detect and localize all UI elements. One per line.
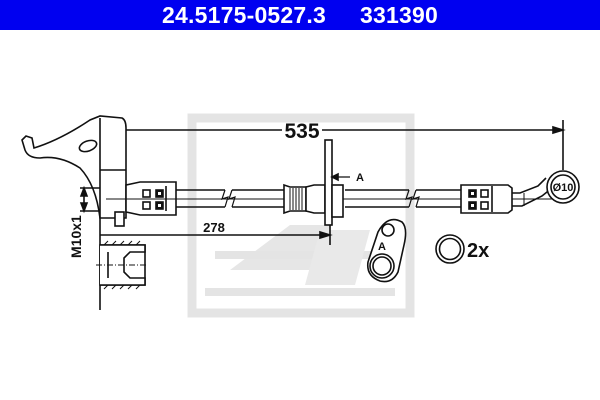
right-fitting	[460, 170, 580, 214]
thread-section-detail	[96, 240, 148, 290]
left-fitting	[21, 115, 177, 310]
technical-drawing: 535 278 M10x1 Ø10 A A 2x	[21, 113, 580, 318]
bracket-detail-a	[366, 218, 407, 283]
dimension-278-label: 278	[203, 220, 225, 235]
dimension-m10x1	[79, 185, 100, 214]
middle-bracket	[283, 139, 350, 226]
washer-icon	[435, 234, 465, 264]
thread-label: M10x1	[68, 215, 84, 258]
dimension-535-label: 535	[284, 120, 319, 143]
dimension-278	[100, 225, 333, 245]
reference-number: 331390	[360, 1, 438, 28]
banjo-diameter-label: Ø10	[553, 182, 574, 194]
bracket-detail-marker-label: A	[378, 241, 386, 253]
ate-watermark-icon	[187, 113, 415, 318]
title-bar: 24.5175-0527.3 331390	[0, 0, 600, 30]
washer-quantity-label: 2x	[467, 240, 489, 262]
bracket-marker-label: A	[356, 172, 364, 184]
part-number: 24.5175-0527.3	[162, 1, 326, 28]
